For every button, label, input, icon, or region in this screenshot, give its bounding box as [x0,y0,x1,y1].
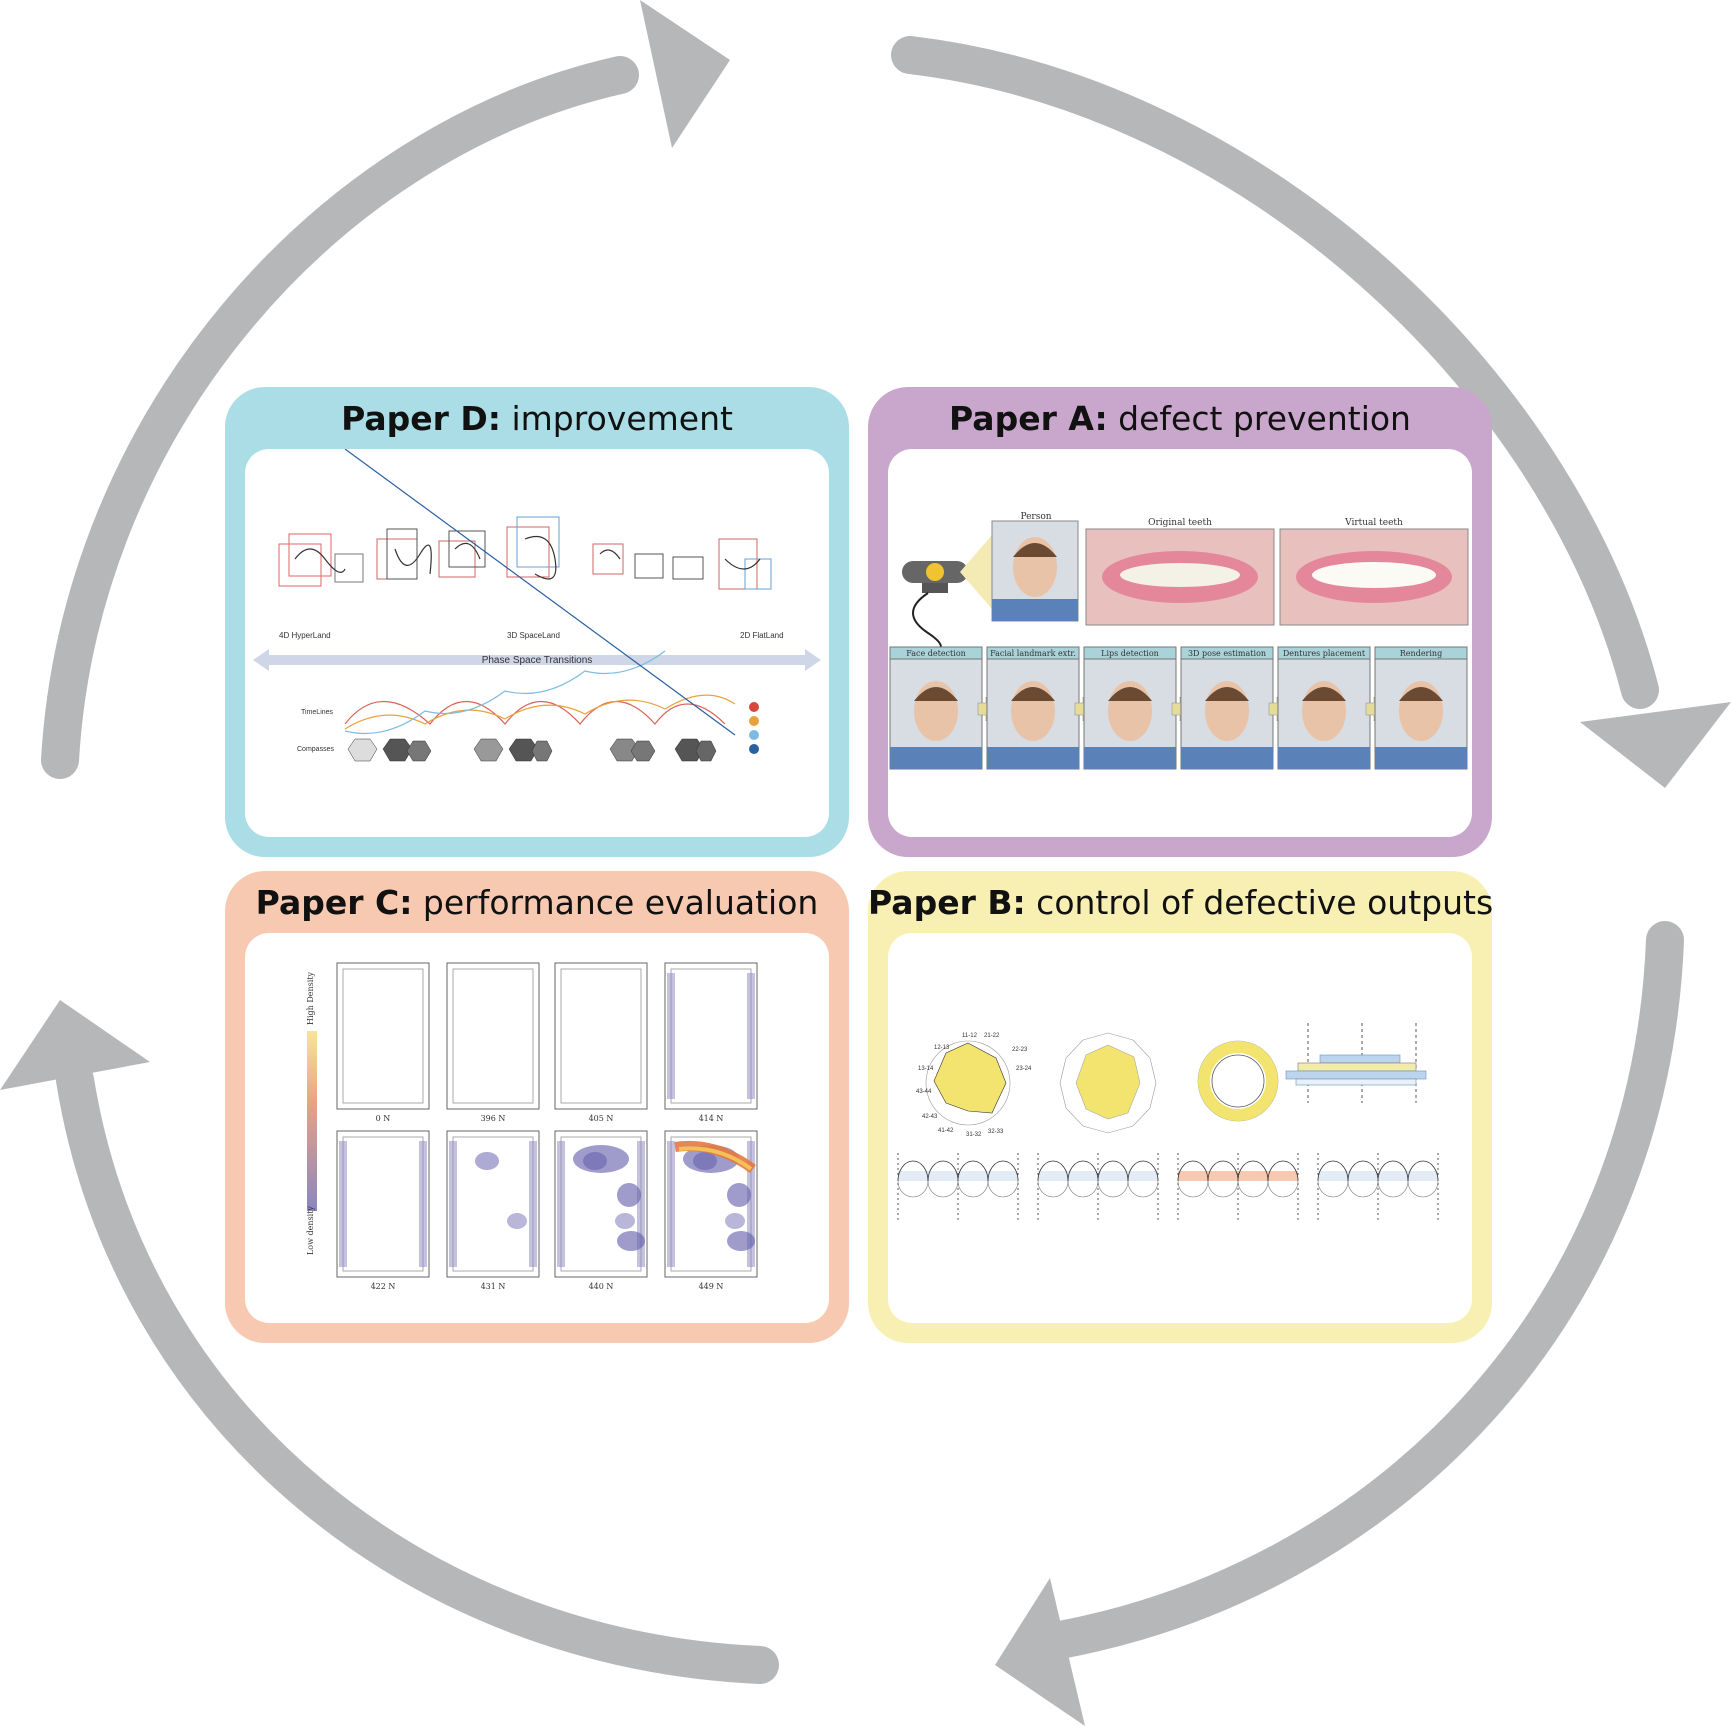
pipeline-step: Dentures placement [1277,646,1381,770]
density-cell: 405 N [554,962,648,1123]
radar-chart-3 [1197,1040,1279,1122]
load-label: 431 N [481,1282,506,1291]
load-label: 449 N [699,1282,724,1291]
svg-text:Low density: Low density [306,1206,315,1255]
load-label: 0 N [376,1114,391,1123]
arch-diagrams [897,1153,1439,1221]
pipeline-step: Lips detection [1083,646,1187,770]
svg-text:TimeLines: TimeLines [301,709,334,716]
arrowhead-bottom [995,1578,1085,1726]
arch-diagram [1177,1153,1299,1221]
density-cell: 449 N [664,1130,758,1291]
arrowhead-top [640,0,730,148]
original-teeth-photo [1085,528,1275,626]
density-cell: 431 N [446,1130,540,1291]
svg-text:Virtual teeth: Virtual teeth [1344,518,1403,528]
arrowhead-right [1580,702,1731,788]
svg-text:Compasses: Compasses [297,746,334,753]
density-cell: 422 N [336,1130,430,1291]
svg-text:High Density: High Density [306,971,315,1025]
svg-text:11-12: 11-12 [962,1033,978,1039]
pipeline-step-label: Facial landmark extr. [990,649,1076,658]
svg-text:4D HyperLand: 4D HyperLand [279,631,331,640]
panel-c-title: Paper C: performance evaluation [255,883,819,922]
density-cell: 396 N [446,962,540,1123]
panel-paper-b: Paper B: control of defective outputs 11… [868,871,1494,1343]
pipeline-step: Rendering [1374,646,1468,770]
svg-text:3D SpaceLand: 3D SpaceLand [507,631,560,640]
arch-diagram [897,1153,1019,1221]
svg-text:41-42: 41-42 [938,1128,954,1134]
panel-b-figure: 11-12 21-22 22-23 23-24 32-33 31-32 41-4… [888,933,1472,1323]
load-label: 422 N [371,1282,396,1291]
density-colorbar [307,1031,317,1211]
svg-text:43-44: 43-44 [916,1089,932,1095]
virtual-teeth-photo [1279,528,1469,626]
pipeline-step-label: Rendering [1400,649,1442,658]
pipeline-step-label: Dentures placement [1283,649,1366,658]
density-cell: 414 N [664,962,758,1123]
load-label: 414 N [699,1114,724,1123]
panel-d-title: Paper D: improvement [341,399,733,438]
pipeline-step: Facial landmark extr. [986,646,1090,770]
load-label: 440 N [589,1282,614,1291]
panel-d-figure: 4D HyperLand 3D SpaceLand 2D FlatLand Ph… [245,449,829,837]
arrow-arc-bottom-right [1041,921,1684,1659]
svg-text:Person: Person [1020,512,1051,522]
radar-chart-2 [1059,1032,1157,1134]
density-grid: 0 N 396 N 405 N 414 N 422 N 431 N 440 N 449 N [336,962,758,1291]
svg-text:2D FlatLand: 2D FlatLand [740,631,784,640]
pipeline-step-label: 3D pose estimation [1188,649,1266,658]
arch-diagram [1037,1153,1159,1221]
panel-a-title: Paper A: defect prevention [949,399,1411,438]
bar-arch-diagram [1285,1023,1427,1103]
svg-text:12-13: 12-13 [934,1045,950,1051]
load-label: 405 N [589,1114,614,1123]
phase-transition-arrow [253,649,821,671]
svg-text:23-24: 23-24 [1016,1066,1032,1072]
density-cell: 0 N [336,962,430,1123]
pipeline-steps: Face detection Facial landmark extr. Lips … [889,646,1468,770]
webcam-icon [902,535,992,654]
svg-text:13-14: 13-14 [918,1066,934,1072]
arrowhead-left [0,1000,150,1090]
pipeline-step: Face detection [889,646,993,770]
svg-text:22-23: 22-23 [1012,1047,1028,1053]
arch-diagram [1317,1153,1439,1221]
panel-c-figure: High Density Low density 0 N 396 N 405 N 41… [245,933,829,1323]
arrow-arc-top-left [41,56,639,779]
load-label: 396 N [481,1114,506,1123]
person-photo [991,520,1079,622]
panel-paper-a: Paper A: defect prevention Person Origin… [868,387,1492,857]
svg-text:21-22: 21-22 [984,1033,1000,1039]
pipeline-step: 3D pose estimation [1180,646,1284,770]
arrow-arc-top-right [891,36,1659,709]
svg-text:32-33: 32-33 [988,1129,1004,1135]
panel-paper-d: Paper D: improvement [225,387,849,857]
density-cell: 440 N [554,1130,648,1291]
panel-paper-c: Paper C: performance evaluation High Den… [225,871,849,1343]
arrow-arc-bottom-left [56,1061,779,1684]
svg-text:Phase Space Transitions: Phase Space Transitions [482,655,593,666]
svg-text:42-43: 42-43 [922,1114,938,1120]
pipeline-step-label: Lips detection [1101,649,1159,658]
svg-text:31-32: 31-32 [966,1132,982,1138]
pipeline-step-label: Face detection [906,649,966,658]
svg-text:Original teeth: Original teeth [1148,518,1212,528]
radar-chart-1: 11-12 21-22 22-23 23-24 32-33 31-32 41-4… [916,1033,1032,1138]
panel-a-figure: Person Original teeth Virtual teeth Face… [888,449,1472,837]
panel-b-title: Paper B: control of defective outputs [868,883,1494,922]
